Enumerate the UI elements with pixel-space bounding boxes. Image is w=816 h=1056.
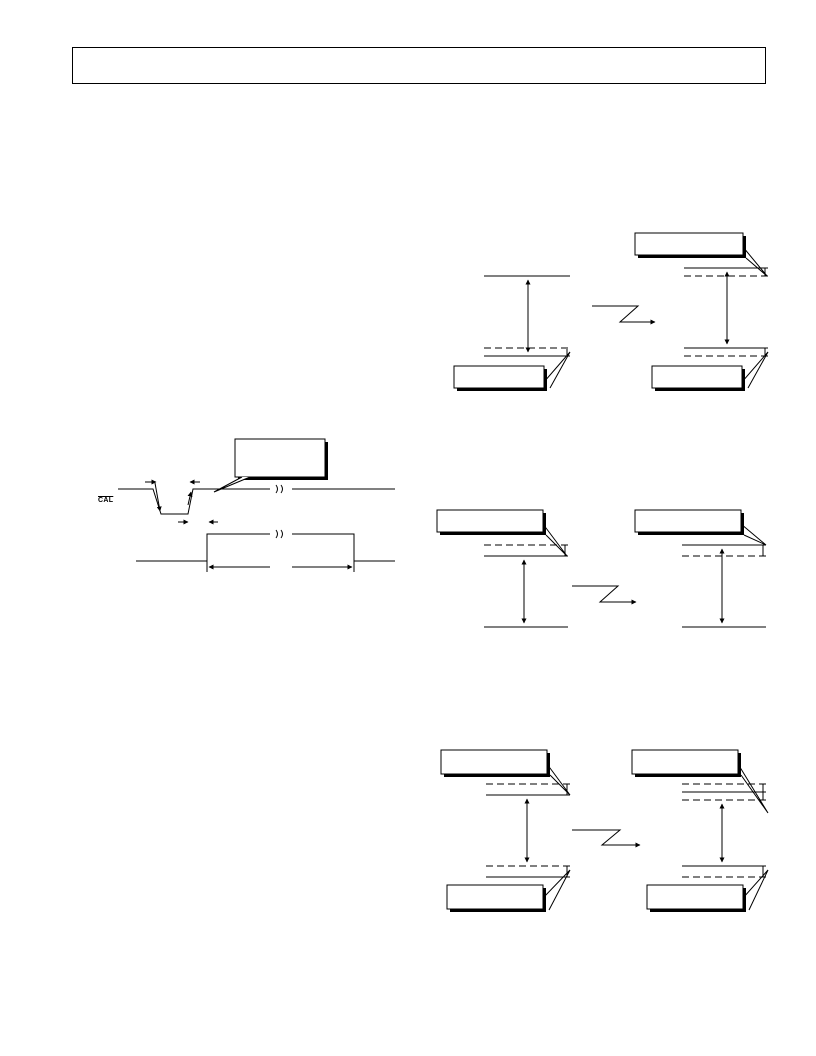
label-box-upper-right-3 xyxy=(631,749,769,814)
label-box-lower-right-1 xyxy=(651,351,769,391)
page-header-box xyxy=(72,47,766,84)
label-box-upper-right-1 xyxy=(634,232,768,277)
transition-arrow-1 xyxy=(592,305,656,325)
label-box-upper-left-2 xyxy=(436,509,568,557)
transition-arrow-2 xyxy=(572,585,637,605)
cal-waveform xyxy=(118,488,270,515)
label-box-lower-left-1 xyxy=(453,351,571,391)
label-box-lower-right-3 xyxy=(646,869,769,912)
timing-diagram xyxy=(118,438,395,572)
busy-waveform xyxy=(136,533,270,562)
transition-arrow-3 xyxy=(572,829,641,848)
busy-waveform-tail xyxy=(292,533,395,562)
calibration-diagram-offset xyxy=(436,509,767,628)
label-box-upper-right-2 xyxy=(634,509,767,546)
calibration-diagram-gain xyxy=(440,749,769,912)
cal-signal-label: CAL xyxy=(98,497,114,504)
calibration-diagram-full xyxy=(453,232,769,391)
label-box-upper-left-3 xyxy=(440,749,571,796)
timing-callout-box xyxy=(213,438,328,493)
label-box-lower-left-3 xyxy=(446,869,571,912)
